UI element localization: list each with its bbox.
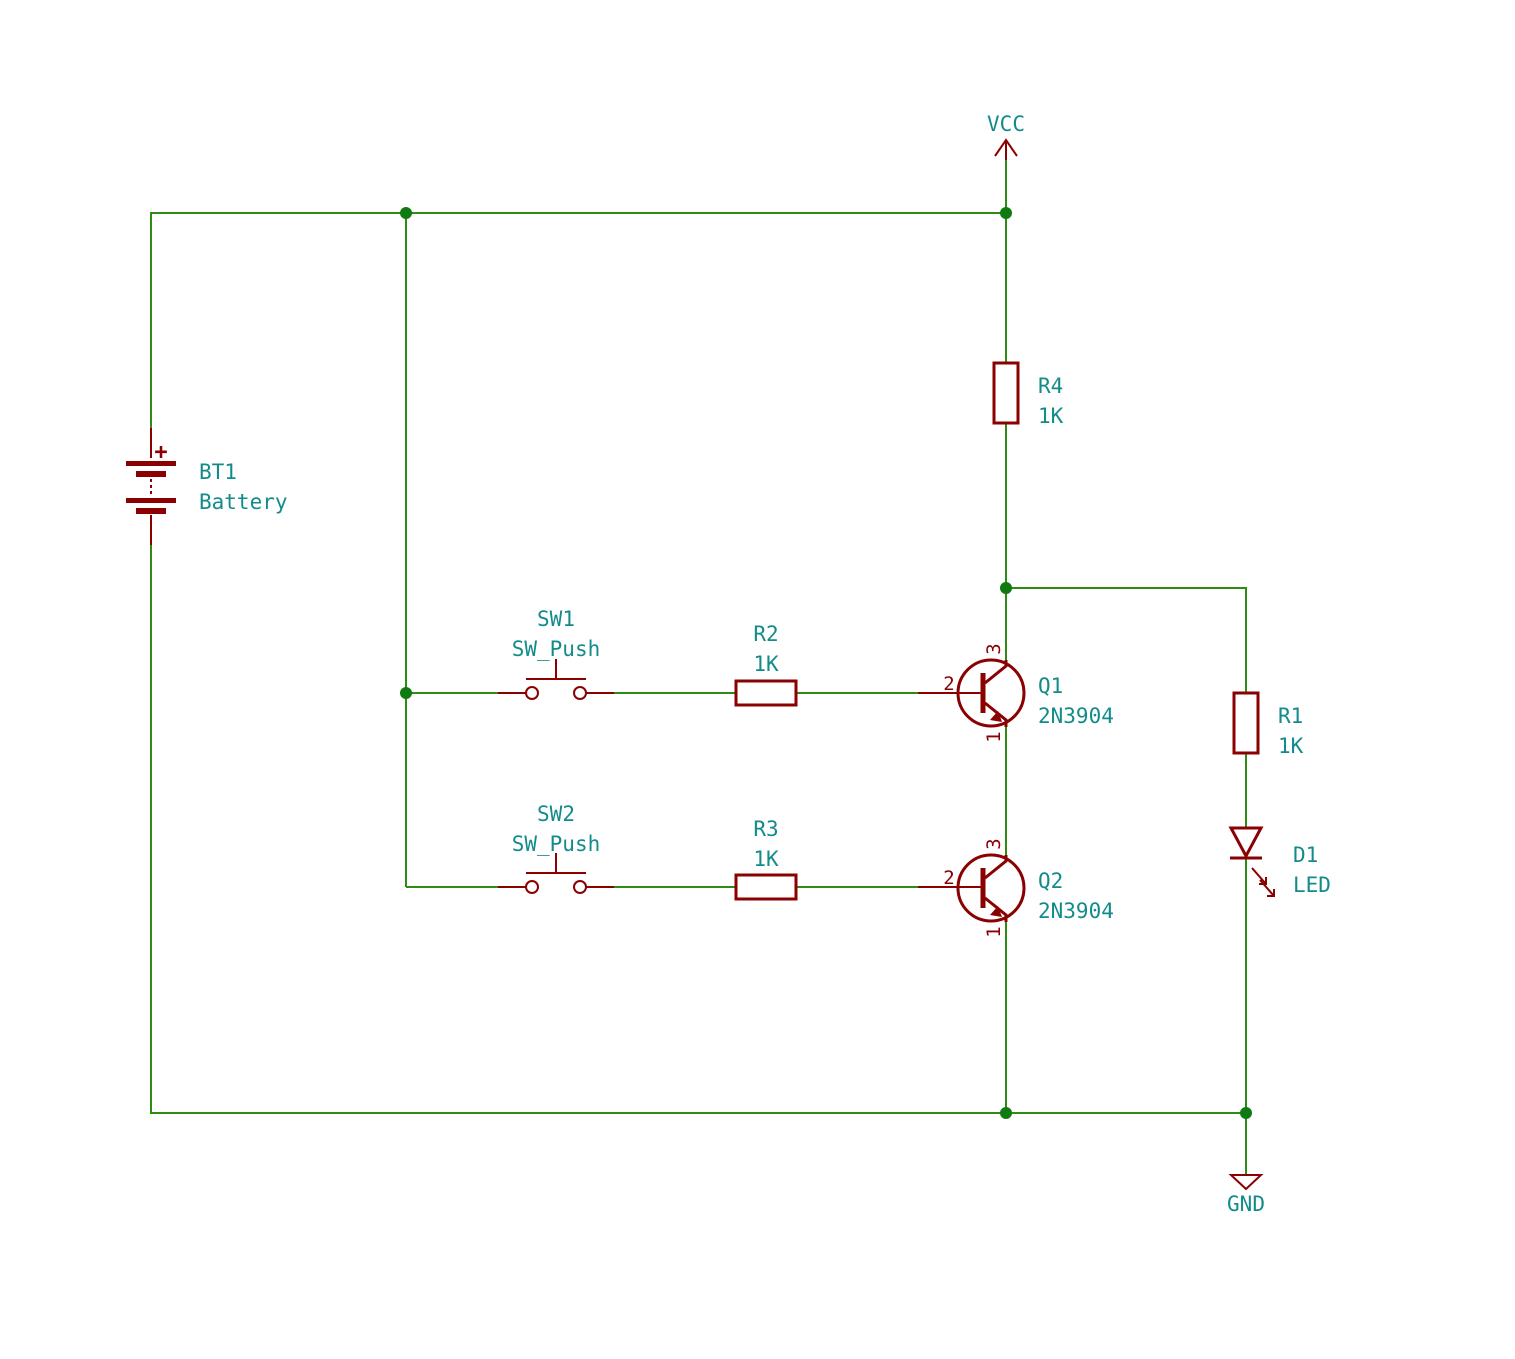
gnd-label: GND [1227,1192,1265,1216]
resistor-r1[interactable]: R1 1K [1232,691,1304,758]
transistor-emitter [984,701,1008,727]
junction-dot [1000,582,1012,594]
junction-dot [1240,1107,1252,1119]
r2-value: 1K [753,652,779,676]
gnd-triangle-icon [1228,1174,1264,1191]
transistor-q2[interactable]: 2 3 1 Q2 2N3904 [918,838,1114,938]
emitter-arrow-icon [990,711,1002,722]
wires [150,144,1247,1175]
light-emission-icon [1251,867,1275,897]
r1-ref: R1 [1278,704,1303,728]
resistor-body [1232,691,1260,755]
transistor-collector [984,660,1008,685]
wire-bottom-rail [150,545,1246,1114]
led-d1[interactable]: D1 LED [1228,826,1331,897]
sw1-ref: SW1 [537,607,575,631]
gnd-power-symbol[interactable]: GND [1227,1174,1265,1216]
vcc-power-symbol[interactable]: VCC [987,112,1025,160]
q2-pin-base: 2 [943,867,954,889]
q1-pin-collector: 3 [983,643,1005,654]
switch-contact [573,686,587,700]
q1-pin-emitter: 1 [983,731,1005,742]
bt1-value: Battery [199,490,288,514]
battery-cell-plate [126,498,176,503]
resistor-r3[interactable]: R3 1K [734,817,798,901]
battery-cell-plate-short [136,508,166,514]
r4-value: 1K [1038,404,1064,428]
battery-cell-plate-short [136,471,166,477]
junction-dot [1000,1107,1012,1119]
d1-value: LED [1293,873,1331,897]
r2-ref: R2 [753,622,778,646]
q1-pin-base: 2 [943,673,954,695]
wire-junction-r1 [1006,587,1247,693]
switch-sw2[interactable]: SW2 SW_Push [498,802,614,894]
q2-ref: Q2 [1038,869,1063,893]
junction-dot [400,207,412,219]
q2-pin-collector: 3 [983,838,1005,849]
junctions [400,207,1252,1119]
emitter-arrow-icon [990,906,1002,917]
q1-value: 2N3904 [1038,704,1114,728]
q2-value: 2N3904 [1038,899,1114,923]
battery-cell-plate [126,461,176,466]
wire-top-rail [150,212,1006,428]
transistor-body [956,658,1026,728]
junction-dot [1000,207,1012,219]
switch-sw1[interactable]: SW1 SW_Push [498,607,614,700]
d1-ref: D1 [1293,843,1318,867]
transistor-emitter [984,896,1008,922]
transistor-q1[interactable]: 2 3 1 Q1 2N3904 [918,643,1114,743]
r3-ref: R3 [753,817,778,841]
sw2-value: SW_Push [512,832,601,856]
switch-contact [573,880,587,894]
diode-triangle-icon [1228,826,1264,860]
switch-contact [525,880,539,894]
switch-contact [525,686,539,700]
q1-ref: Q1 [1038,674,1063,698]
transistor-body [956,853,1026,923]
transistor-collector [984,855,1008,880]
sw1-value: SW_Push [512,637,601,661]
bt1-ref: BT1 [199,460,237,484]
resistor-r4[interactable]: R4 1K [992,361,1064,428]
junction-dot [400,687,412,699]
resistor-body [734,873,798,901]
sw2-ref: SW2 [537,802,575,826]
r4-ref: R4 [1038,374,1063,398]
battery-bt1[interactable]: + BT1 Battery [126,428,288,545]
r3-value: 1K [753,847,779,871]
resistor-body [992,361,1020,425]
vcc-label: VCC [987,112,1025,136]
r1-value: 1K [1278,734,1304,758]
q2-pin-emitter: 1 [983,926,1005,937]
resistor-r2[interactable]: R2 1K [734,622,798,707]
resistor-body [734,679,798,707]
battery-plus-icon: + [154,440,167,465]
